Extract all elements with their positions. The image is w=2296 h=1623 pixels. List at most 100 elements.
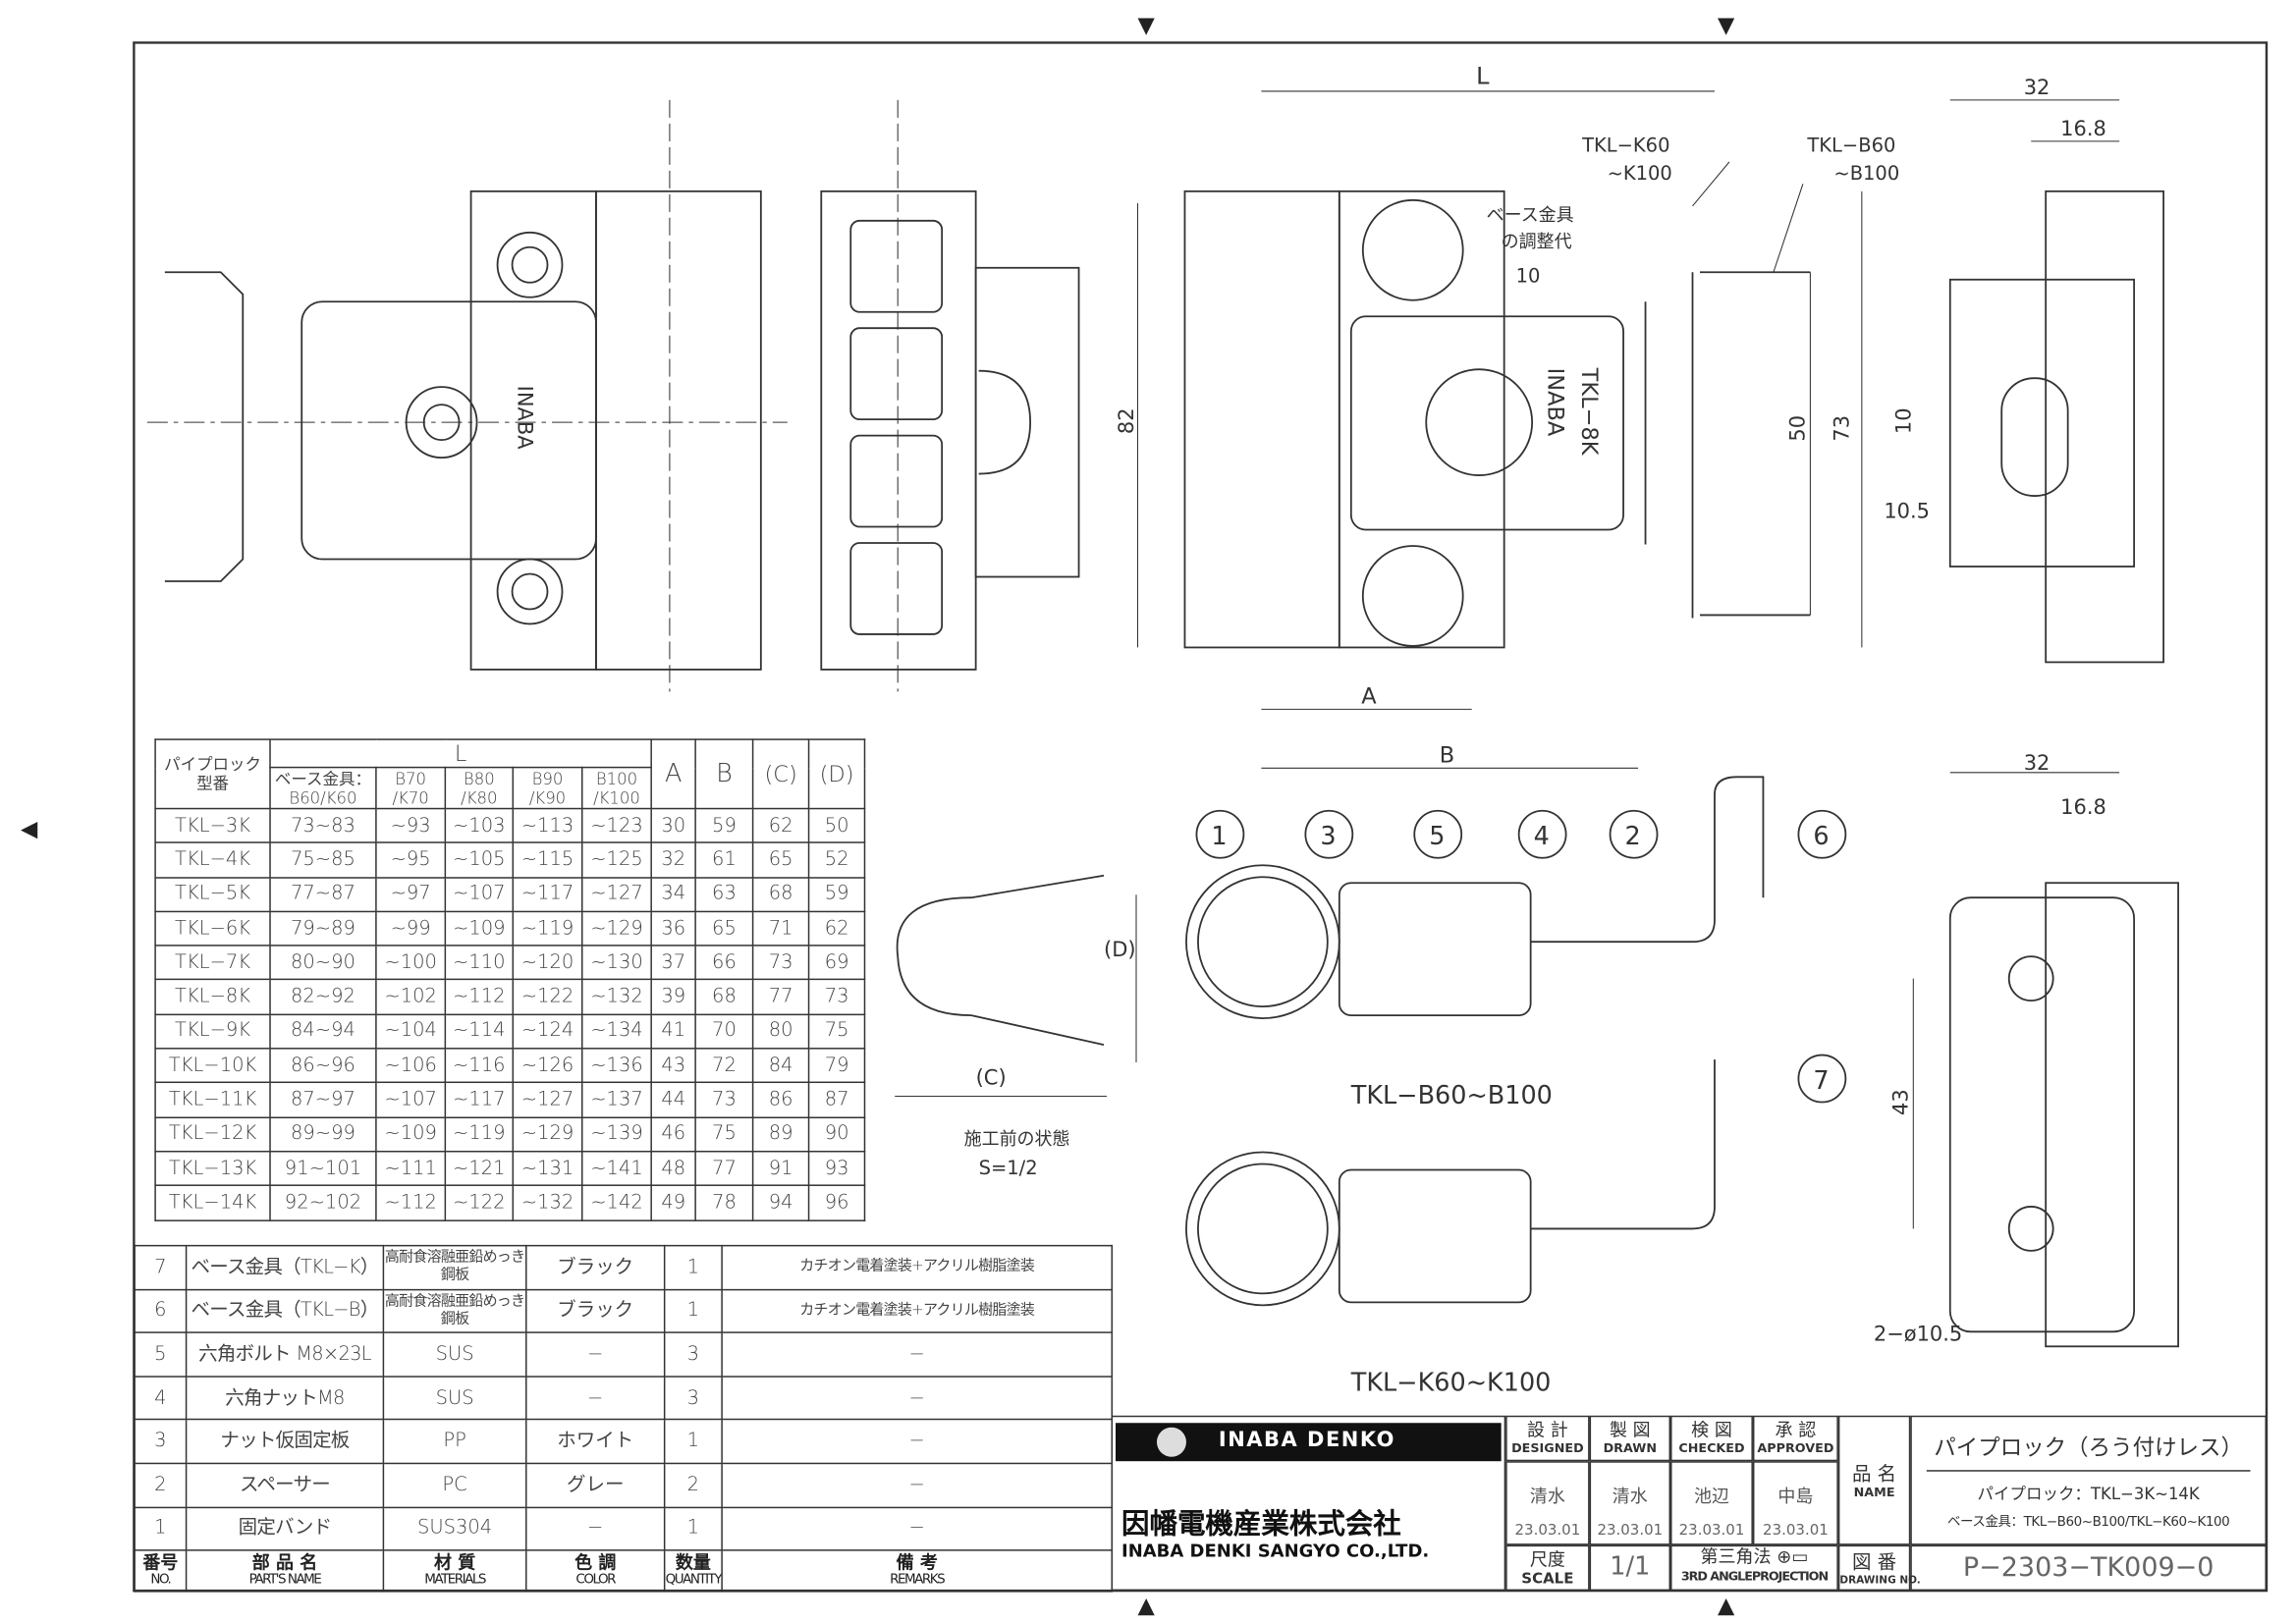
logo-text: INABA DENKO — [1218, 1429, 1396, 1453]
name-label-en: NAME — [1853, 1486, 1895, 1501]
dimension-cell: 77 — [751, 979, 810, 1015]
dimension-cell: TKL−5K — [154, 876, 271, 913]
right-view — [1948, 99, 2164, 664]
dimension-cell: ~125 — [580, 841, 653, 879]
scale-label-en: SCALE — [1521, 1571, 1574, 1589]
part-cell: SUS304 — [382, 1506, 527, 1551]
dimension-cell: 70 — [694, 1013, 754, 1050]
col-C: (C) — [751, 738, 810, 810]
part-cell: − — [721, 1331, 1114, 1378]
dim-L: L — [1476, 62, 1490, 89]
header-en: COLOR — [575, 1572, 616, 1588]
dim-C: (C) — [976, 1066, 1007, 1090]
dimension-cell: 68 — [694, 979, 754, 1015]
dimension-cell: ~117 — [444, 1082, 515, 1118]
part-cell: 2 — [663, 1462, 723, 1508]
col-L-b70: B70 /K70 — [375, 766, 447, 810]
dimension-cell: TKL−13K — [154, 1150, 271, 1187]
dimension-cell: ~114 — [444, 1013, 515, 1050]
dimension-cell: 59 — [694, 807, 754, 844]
dimension-cell: TKL−6K — [154, 910, 271, 947]
part-cell: − — [525, 1331, 666, 1378]
dimension-cell: ~106 — [375, 1048, 447, 1084]
part-cell: − — [721, 1419, 1114, 1465]
part-cell: − — [525, 1506, 666, 1551]
projection-block: 第三角法 ⊕▭3RD ANGLEPROJECTION — [1670, 1544, 1838, 1592]
dimension-cell: 41 — [650, 1013, 696, 1050]
header-en: NO. — [150, 1572, 171, 1588]
dimension-cell: ~97 — [375, 876, 447, 913]
part-cell: − — [721, 1375, 1114, 1421]
callout-7: 7 — [1813, 1066, 1829, 1096]
callout-5: 5 — [1429, 822, 1445, 851]
dimension-cell: ~104 — [375, 1013, 447, 1050]
dim-10-side: 10 — [1516, 265, 1541, 288]
dimension-cell: 59 — [807, 876, 866, 913]
part-cell: PP — [382, 1419, 527, 1465]
dimension-cell: 87~97 — [269, 1082, 377, 1118]
label-tkl-k: TKL−K60 — [1581, 134, 1669, 156]
label-assembly-b: TKL−B60~B100 — [1350, 1081, 1553, 1110]
col-A: A — [650, 738, 696, 810]
callout-4: 4 — [1534, 822, 1550, 851]
dimension-cell: 94 — [751, 1184, 810, 1221]
dimension-cell: ~102 — [375, 979, 447, 1015]
col-D: (D) — [807, 738, 866, 810]
dimension-cell: 39 — [650, 979, 696, 1015]
drawing-no-label-jp: 図 番 — [1851, 1552, 1897, 1575]
dimension-cell: ~112 — [375, 1184, 447, 1221]
dimension-cell: ~124 — [512, 1013, 583, 1050]
company-name-jp: 因幡電機産業株式会社 — [1121, 1508, 1401, 1542]
role-jp: 設 計 — [1527, 1420, 1568, 1441]
dimension-cell: ~103 — [444, 807, 515, 844]
dimension-cell: 71 — [751, 910, 810, 947]
part-cell: 1 — [663, 1288, 723, 1334]
header-jp: 材 質 — [433, 1551, 476, 1573]
part-cell: 1 — [663, 1506, 723, 1551]
part-cell: 六角ナットM8 — [185, 1375, 385, 1421]
company-name-en: INABA DENKI SANGYO CO.,LTD. — [1121, 1541, 1430, 1562]
dimension-cell: 46 — [650, 1116, 696, 1153]
dimension-cell: 75 — [694, 1116, 754, 1153]
projection-label-jp: 第三角法 — [1700, 1546, 1772, 1568]
role-jp: 承 認 — [1775, 1420, 1817, 1441]
before-install-scale: S=1/2 — [979, 1157, 1038, 1179]
dimension-cell: ~130 — [580, 945, 653, 981]
logo-mark-icon — [1156, 1427, 1186, 1457]
part-cell: SUS — [382, 1331, 527, 1378]
dimension-cell: ~95 — [375, 841, 447, 879]
dim-D: (D) — [1104, 938, 1136, 961]
dimension-cell: ~105 — [444, 841, 515, 879]
company-block: INABA DENKO 因幡電機産業株式会社 INABA DENKI SANGY… — [1111, 1415, 1506, 1592]
dimension-cell: ~136 — [580, 1048, 653, 1084]
product-name-block: パイプロック（ろう付けレス） パイプロック：TKL−3K~14K ベース金具：T… — [1910, 1415, 2267, 1545]
dimension-cell: 86 — [751, 1082, 810, 1118]
dimension-cell: TKL−4K — [154, 841, 271, 879]
dimension-cell: 89 — [751, 1116, 810, 1153]
dimension-cell: 62 — [807, 910, 866, 947]
header-jp: 数量 — [675, 1551, 711, 1573]
part-cell: 1 — [134, 1506, 188, 1551]
dimension-cell: ~139 — [580, 1116, 653, 1153]
dimension-cell: 68 — [751, 876, 810, 913]
part-cell: ホワイト — [525, 1419, 666, 1465]
name-label-jp: 品 名 — [1851, 1464, 1897, 1487]
dim-82: 82 — [1115, 407, 1138, 434]
projection-label-en: 3RD ANGLEPROJECTION — [1680, 1570, 1829, 1586]
dim-43: 43 — [1888, 1089, 1912, 1115]
dim-B: B — [1440, 742, 1454, 768]
role-jp: 検 図 — [1691, 1420, 1732, 1441]
callout-3: 3 — [1320, 822, 1336, 851]
